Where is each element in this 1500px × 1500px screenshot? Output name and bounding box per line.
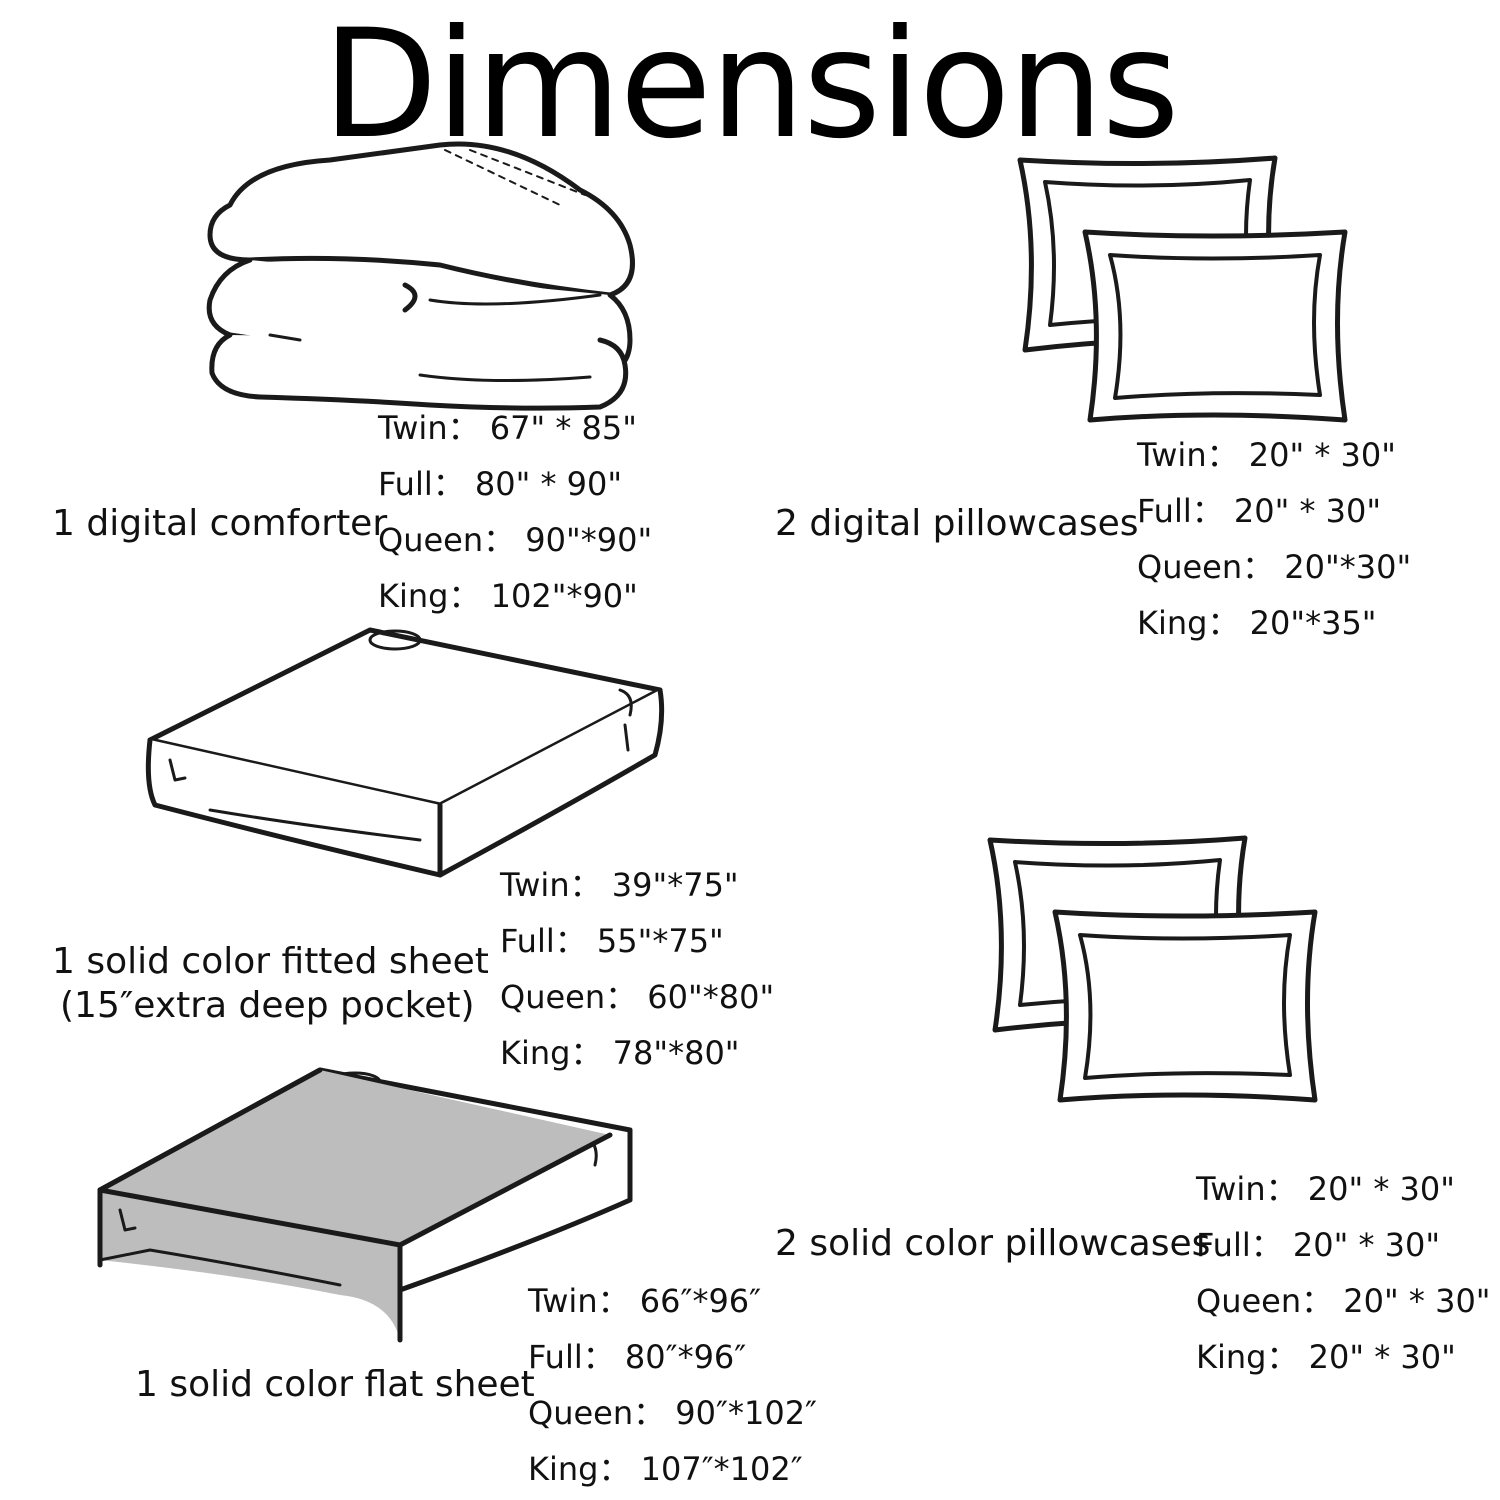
comforter-label: 1 digital comforter: [52, 503, 388, 544]
solid-pillowcases-sizes: Twin： 20" * 30" Full： 20" * 30" Queen： 2…: [1196, 1161, 1491, 1385]
solid-pillowcases-label: 2 solid color pillowcases: [775, 1223, 1211, 1264]
pillowcases-icon: [1010, 150, 1360, 430]
folded-comforter-icon: [190, 135, 650, 415]
size-full: Full： 80″*96″: [528, 1338, 747, 1376]
size-queen: Queen： 20" * 30": [1196, 1282, 1491, 1320]
fitted-sheet-sublabel: (15″extra deep pocket): [60, 985, 475, 1026]
size-twin: Twin： 39"*75": [500, 866, 739, 904]
size-queen: Queen： 90″*102″: [528, 1394, 818, 1432]
size-king: King： 78"*80": [500, 1034, 740, 1072]
size-twin: Twin： 20" * 30": [1196, 1170, 1455, 1208]
digital-pillowcases-sizes: Twin： 20" * 30" Full： 20" * 30" Queen： 2…: [1137, 427, 1411, 651]
size-full: Full： 55"*75": [500, 922, 724, 960]
flat-sheet-label: 1 solid color flat sheet: [135, 1364, 535, 1405]
size-king: King： 107″*102″: [528, 1450, 803, 1488]
size-full: Full： 20" * 30": [1137, 492, 1382, 530]
flat-sheet-icon: [90, 1060, 640, 1360]
fitted-sheet-icon: [140, 620, 670, 890]
size-full: Full： 20" * 30": [1196, 1226, 1441, 1264]
comforter-sizes: Twin： 67" * 85" Full： 80" * 90" Queen： 9…: [378, 400, 652, 624]
size-king: King： 20"*35": [1137, 604, 1377, 642]
size-king: King： 102"*90": [378, 577, 638, 615]
size-twin: Twin： 20" * 30": [1137, 436, 1396, 474]
flat-sheet-sizes: Twin： 66″*96″ Full： 80″*96″ Queen： 90″*1…: [528, 1273, 817, 1497]
size-twin: Twin： 67" * 85": [378, 409, 637, 447]
size-queen: Queen： 90"*90": [378, 521, 653, 559]
size-queen: Queen： 60"*80": [500, 978, 775, 1016]
size-queen: Queen： 20"*30": [1137, 548, 1412, 586]
pillowcases-icon: [980, 830, 1330, 1110]
fitted-sheet-label: 1 solid color fitted sheet: [52, 941, 489, 982]
size-king: King： 20" * 30": [1196, 1338, 1456, 1376]
digital-pillowcases-label: 2 digital pillowcases: [775, 503, 1139, 544]
size-twin: Twin： 66″*96″: [528, 1282, 762, 1320]
size-full: Full： 80" * 90": [378, 465, 623, 503]
fitted-sheet-sizes: Twin： 39"*75" Full： 55"*75" Queen： 60"*8…: [500, 857, 774, 1081]
